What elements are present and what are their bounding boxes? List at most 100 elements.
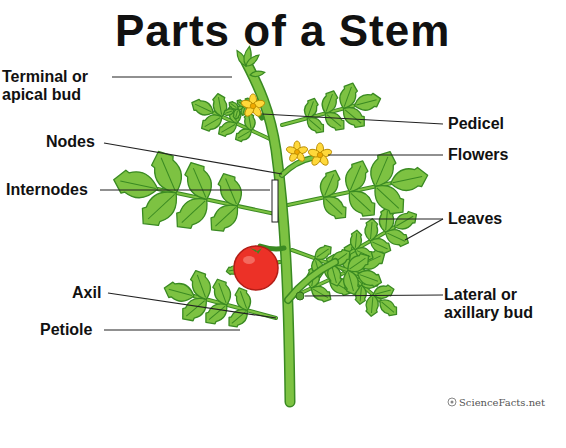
leaflet-vein (348, 272, 353, 291)
leader-line (262, 114, 443, 124)
leaflet (223, 107, 235, 116)
watermark-icon-dot (451, 401, 454, 404)
part-label: Leaves (448, 210, 502, 228)
leaflet-vein (360, 287, 361, 301)
leaflet-vein (350, 166, 360, 190)
flower-centre (250, 103, 256, 109)
branch (288, 262, 335, 300)
leaflet-blade (352, 91, 382, 113)
leaflet-vein (317, 249, 329, 257)
leaflet-vein (396, 216, 413, 226)
leaflet-blade (319, 88, 340, 115)
leaflet-vein (195, 104, 211, 112)
leaflet-vein (326, 94, 332, 111)
leaflet-vein (236, 111, 238, 118)
leader-line (108, 293, 276, 318)
internode-bracket (272, 180, 278, 222)
leaflet-blade (189, 97, 216, 119)
leaflet-vein (344, 87, 351, 107)
leaflet-vein (377, 188, 399, 209)
leaflet (319, 88, 340, 115)
leaflet-vein (225, 111, 232, 113)
leaflet (111, 167, 160, 201)
flower (240, 94, 265, 118)
flower-centre (317, 152, 323, 158)
part-label: Nodes (46, 133, 95, 151)
leaflet-vein (120, 181, 155, 189)
leaflet (364, 218, 379, 241)
tomato-fruit (234, 246, 278, 290)
leaflet-vein (221, 125, 235, 133)
leaflet (388, 165, 429, 194)
leaflet (341, 157, 372, 195)
leader-line (104, 143, 282, 174)
axillary-bud (296, 292, 304, 300)
fruit-calyx (250, 248, 262, 254)
leaflet-vein (215, 207, 235, 226)
flower (286, 141, 309, 163)
leaflet-vein (393, 176, 422, 182)
leaflet-blade (382, 226, 411, 250)
leaflet-vein (231, 103, 237, 107)
leaflet-vein (249, 115, 251, 128)
bud-leaf (244, 53, 261, 68)
part-label: Internodes (6, 181, 88, 199)
leaflet (341, 268, 361, 296)
branch-outline (288, 262, 335, 300)
leaflet-vein (376, 157, 388, 185)
leaflet-blade (341, 157, 372, 195)
leaflet-blade (341, 268, 361, 296)
leader-line (405, 219, 443, 240)
leaflet (316, 167, 343, 201)
title: Parts of a Stem (115, 6, 450, 56)
leaflet-blade (308, 283, 334, 305)
leaflet-vein (197, 275, 205, 298)
leaflet-vein (205, 118, 220, 127)
leaflet-vein (371, 222, 372, 239)
pedicel-stalk-outline (282, 158, 312, 175)
leader-line (328, 154, 443, 155)
leaflet (382, 226, 411, 250)
leaflet-vein (308, 101, 313, 116)
leaflet-vein (351, 193, 370, 211)
leaflet-vein (327, 115, 341, 127)
leaflet (189, 97, 216, 119)
leaflet-vein (226, 179, 237, 205)
leaflet (352, 91, 382, 113)
leaflet-vein (219, 283, 226, 303)
leaflet-vein (325, 199, 342, 215)
leaflet-vein (356, 100, 376, 105)
pedicel-stalk (282, 158, 312, 175)
leaflet-vein (375, 290, 391, 294)
leaflet-blade (162, 280, 196, 305)
part-label: Lateral or axillary bud (444, 286, 562, 322)
leaflet-vein (360, 275, 378, 282)
leaflet-vein (371, 297, 372, 313)
flower-centre (295, 150, 300, 155)
leaflet-vein (332, 266, 336, 282)
leaflet-vein (238, 131, 250, 138)
leaflet-vein (218, 97, 221, 115)
leader-lines (100, 77, 443, 330)
leader-line (100, 189, 270, 190)
leaflet-blade (181, 158, 218, 204)
leaflet-vein (161, 158, 175, 191)
leaflet-blade (111, 167, 160, 201)
leader-line (360, 218, 443, 219)
leaflet-blade (355, 267, 384, 289)
leaflet (162, 280, 196, 305)
leaflet (308, 283, 334, 305)
leader-line (104, 329, 240, 330)
leaflet (181, 158, 218, 204)
leaflet-vein (309, 119, 321, 129)
watermark-icon (448, 398, 456, 406)
leaflet-blade (223, 107, 235, 116)
leaflet (365, 294, 379, 317)
part-label: Axil (72, 284, 101, 302)
bud-leaf-blade (244, 53, 261, 68)
stem (246, 62, 335, 402)
leaflet-vein (193, 168, 206, 197)
bud-leaf (250, 70, 266, 78)
leaflet-blade (210, 277, 234, 308)
